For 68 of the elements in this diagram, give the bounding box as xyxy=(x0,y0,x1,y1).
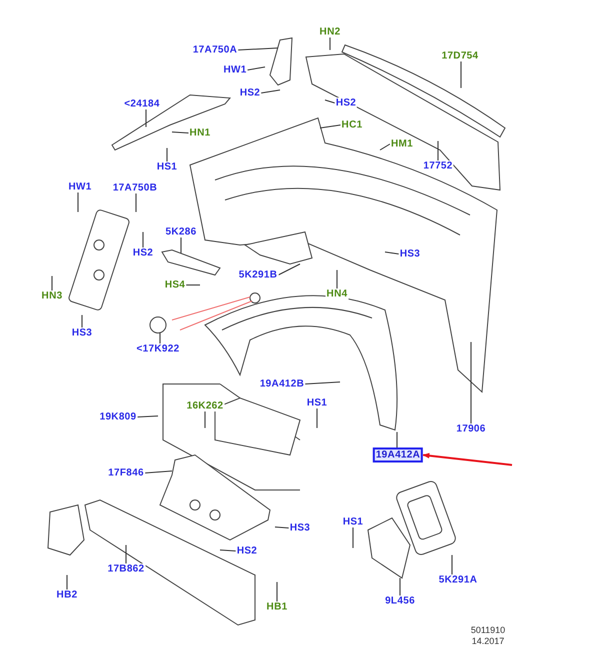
leader-line xyxy=(352,527,354,548)
leader-line xyxy=(66,574,68,590)
callout-number: HS3 xyxy=(398,248,422,260)
leader-line xyxy=(304,382,340,384)
leader-line xyxy=(260,90,280,94)
leader-line xyxy=(142,232,144,248)
leader-line xyxy=(180,237,182,254)
callout-number: 9L456 xyxy=(384,596,416,606)
leader-line xyxy=(470,342,472,424)
leader-line xyxy=(320,124,342,128)
leader-line xyxy=(186,284,200,286)
callout-number: 19A412A xyxy=(372,448,424,462)
callout-number: 17752 xyxy=(422,160,454,172)
callout-number: HB1 xyxy=(266,602,288,612)
callout-number: <24184 xyxy=(123,98,161,110)
callout-number: <17K922 xyxy=(136,344,180,354)
leader-line xyxy=(278,264,300,276)
callout-number: 17906 xyxy=(455,424,487,434)
callout-number: HS2 xyxy=(236,546,258,556)
callout-number: 17A750B xyxy=(112,182,158,194)
callout-number: HS1 xyxy=(342,516,364,528)
callout-number: 19A412B xyxy=(258,378,306,390)
callout-number: HW1 xyxy=(222,64,248,76)
callout-number: 17D754 xyxy=(440,50,480,62)
leader-line xyxy=(460,61,462,88)
leader-line xyxy=(172,132,190,134)
callout-number: 17A750A xyxy=(192,44,238,56)
leader-line xyxy=(144,470,172,474)
callout-number: HN3 xyxy=(40,290,64,302)
callout-number: 16K262 xyxy=(186,400,224,412)
arrow xyxy=(422,452,512,466)
callout-number: HB2 xyxy=(56,590,78,600)
leader-line xyxy=(336,270,338,289)
callout-number: HM1 xyxy=(390,138,414,150)
leader-line xyxy=(247,66,266,70)
leader-line xyxy=(396,432,398,448)
drawing-number: 14.2017 xyxy=(472,636,504,646)
callout-number: HC1 xyxy=(340,120,364,130)
callout-number: HN4 xyxy=(326,288,348,300)
leader-line xyxy=(166,148,168,162)
callout-number: 5K291B xyxy=(238,270,278,280)
drawing-number: 5011910 xyxy=(470,625,506,635)
callout-number: HS2 xyxy=(132,248,154,258)
leader-line xyxy=(316,408,318,428)
callout-number: HN2 xyxy=(318,26,342,38)
callout-number: HS2 xyxy=(334,98,358,108)
leader-line xyxy=(274,526,290,528)
leader-line xyxy=(220,550,236,552)
callout-number: 17B862 xyxy=(106,564,146,574)
callout-number: 17F846 xyxy=(107,468,145,478)
callout-number: 19K809 xyxy=(98,412,138,422)
callout-number: HS3 xyxy=(288,522,312,534)
callout-number: HW1 xyxy=(67,182,93,192)
leader-line xyxy=(384,252,400,254)
callout-number: HS1 xyxy=(156,162,178,172)
leader-line xyxy=(324,100,336,104)
leader-line xyxy=(238,48,278,50)
callout-number: HS1 xyxy=(306,398,328,408)
callout-number: 5K286 xyxy=(164,226,198,238)
leader-line xyxy=(380,144,390,150)
leader-line xyxy=(276,582,278,602)
callout-number: HN1 xyxy=(188,128,212,138)
callout-number: HS3 xyxy=(70,328,94,338)
callout-number: HS4 xyxy=(164,280,186,290)
callout-number: HS2 xyxy=(238,88,262,98)
callout-number: 5K291A xyxy=(438,574,478,586)
leader-line xyxy=(136,416,158,418)
leader-line xyxy=(204,411,206,428)
